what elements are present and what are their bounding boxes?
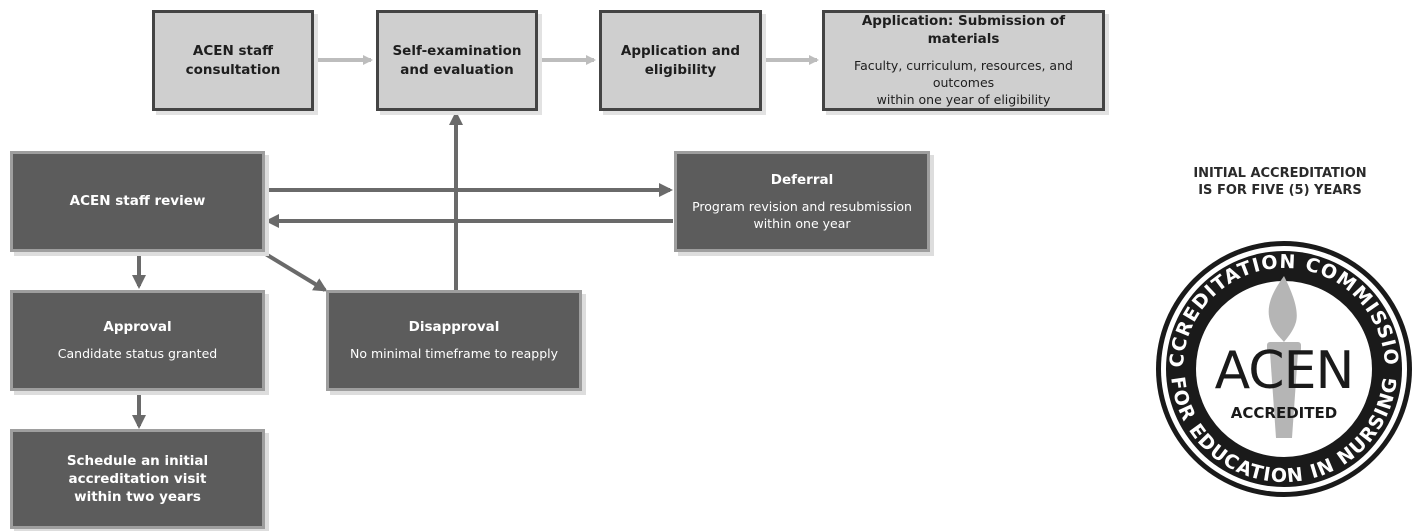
box-deferral-subtitle: Program revision and resubmission within… xyxy=(692,198,912,231)
box-staff-consultation: ACEN staff consultation xyxy=(152,10,314,111)
box-deferral-title: Deferral xyxy=(770,171,834,188)
box-disapproval-title: Disapproval xyxy=(408,318,500,335)
box-schedule-visit: Schedule an initial accreditation visit … xyxy=(10,429,265,529)
seal-acen-text: ACEN xyxy=(1215,341,1354,401)
box-staff-review: ACEN staff review xyxy=(10,151,265,252)
torch-icon xyxy=(1267,276,1301,438)
box-disapproval: Disapproval No minimal timeframe to reap… xyxy=(326,290,582,391)
box-submission-subtitle: Faculty, curriculum, resources, and outc… xyxy=(854,58,1073,108)
box-staff-review-title: ACEN staff review xyxy=(69,193,206,210)
box-application-eligibility-title: Application and eligibility xyxy=(620,43,741,78)
box-self-examination-title: Self-examination and evaluation xyxy=(392,43,522,78)
arrow-review-to-disapproval xyxy=(262,251,328,292)
accreditation-duration-note: INITIAL ACCREDITATION IS FOR FIVE (5) YE… xyxy=(1193,166,1367,198)
acen-seal-logo: ACCREDITATION COMMISSION FOR EDUCATION I… xyxy=(1153,238,1412,497)
box-application-eligibility: Application and eligibility xyxy=(599,10,762,111)
box-approval-title: Approval xyxy=(103,318,172,335)
box-staff-consultation-title: ACEN staff consultation xyxy=(185,43,281,78)
box-submission-title: Application: Submission of materials xyxy=(861,12,1066,48)
box-self-examination: Self-examination and evaluation xyxy=(376,10,538,111)
box-approval-subtitle: Candidate status granted xyxy=(57,346,218,362)
box-deferral: Deferral Program revision and resubmissi… xyxy=(674,151,930,252)
box-approval: Approval Candidate status granted xyxy=(10,290,265,391)
box-submission-of-materials: Application: Submission of materials Fac… xyxy=(822,10,1105,111)
box-disapproval-subtitle: No minimal timeframe to reapply xyxy=(349,346,559,362)
box-schedule-visit-title: Schedule an initial accreditation visit … xyxy=(66,452,209,506)
seal-accredited-text: ACCREDITED xyxy=(1231,404,1337,422)
